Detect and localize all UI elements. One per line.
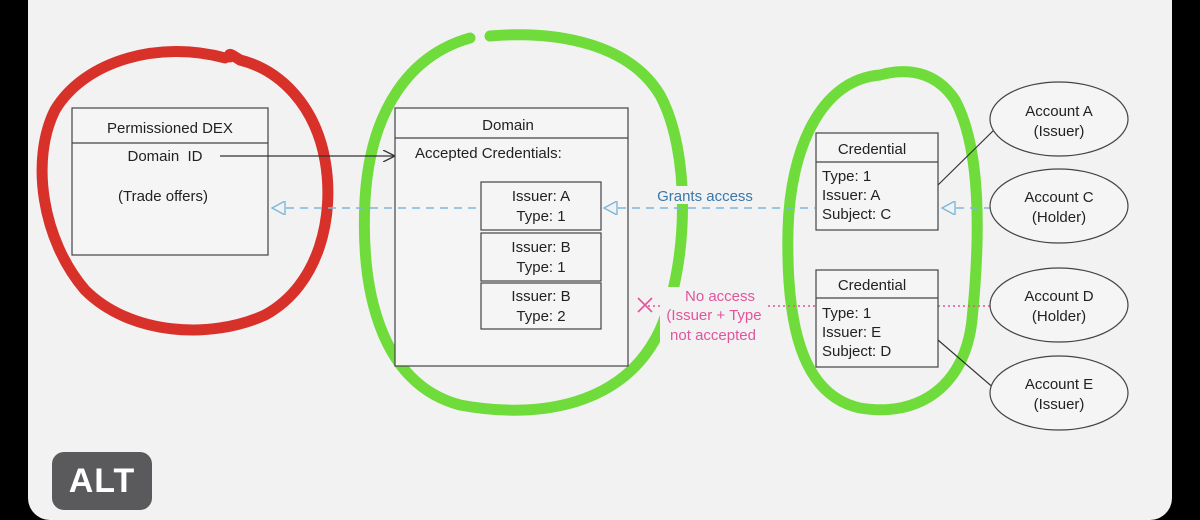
svg-text:Issuer: B: Issuer: B [511,239,570,256]
dex-trade-offers: (Trade offers) [118,188,208,205]
deny-cross-icon [637,297,653,313]
svg-text:Account A: Account A [1025,103,1093,120]
svg-text:(Holder): (Holder) [1032,209,1086,226]
account-c: Account C (Holder) [989,168,1129,244]
svg-text:Account E: Account E [1025,376,1093,393]
accepted-credential-b2: Issuer: B Type: 2 [480,282,602,330]
accepted-credentials-label: Accepted Credentials: [415,145,562,162]
domain-box: Domain Accepted Credentials: Issuer: A T… [394,107,629,367]
green-circle-credentials [782,66,983,416]
dex-title: Permissioned DEX [107,120,233,137]
accepted-credential-a1: Issuer: A Type: 1 [480,181,602,231]
svg-text:Type: 1: Type: 1 [822,305,871,322]
svg-text:Subject: C: Subject: C [822,206,891,223]
domain-title: Domain [482,117,534,134]
account-a: Account A (Issuer) [989,81,1129,157]
svg-text:Account C: Account C [1024,189,1093,206]
svg-text:Issuer: A: Issuer: A [512,188,570,205]
svg-text:Type: 1: Type: 1 [516,259,565,276]
credential-box-2: Credential Type: 1 Issuer: E Subject: D [815,269,939,368]
svg-text:Type: 2: Type: 2 [516,308,565,325]
no-access-line2: (Issuer + Type [666,307,761,324]
svg-text:Issuer: A: Issuer: A [822,187,880,204]
accepted-credential-b1: Issuer: B Type: 1 [480,232,602,282]
red-circle-highlight [36,46,334,336]
grants-access-label: Grants access [657,188,753,205]
svg-text:Issuer: B: Issuer: B [511,288,570,305]
green-circle-domain [358,29,688,416]
svg-text:(Issuer): (Issuer) [1034,123,1085,140]
svg-text:Credential: Credential [838,141,906,158]
svg-text:(Holder): (Holder) [1032,308,1086,325]
account-d: Account D (Holder) [989,267,1129,343]
issuer-link-e [937,339,997,391]
alt-text-button[interactable]: ALT [52,452,152,510]
svg-text:Type: 1: Type: 1 [516,208,565,225]
svg-text:Account D: Account D [1024,288,1093,305]
issuer-link-a [937,127,997,186]
svg-text:Type: 1: Type: 1 [822,168,871,185]
no-access-line3: not accepted [670,327,756,344]
svg-text:Issuer: E: Issuer: E [822,324,881,341]
dex-domain-id: Domain ID [127,148,202,165]
svg-text:(Issuer): (Issuer) [1034,396,1085,413]
svg-text:Subject: D: Subject: D [822,343,891,360]
no-access-line1: No access [685,288,755,305]
credential-box-1: Credential Type: 1 Issuer: A Subject: C [815,132,939,231]
svg-text:Credential: Credential [838,277,906,294]
account-e: Account E (Issuer) [989,355,1129,431]
permissioned-dex-box: Permissioned DEX Domain ID (Trade offers… [71,107,269,256]
